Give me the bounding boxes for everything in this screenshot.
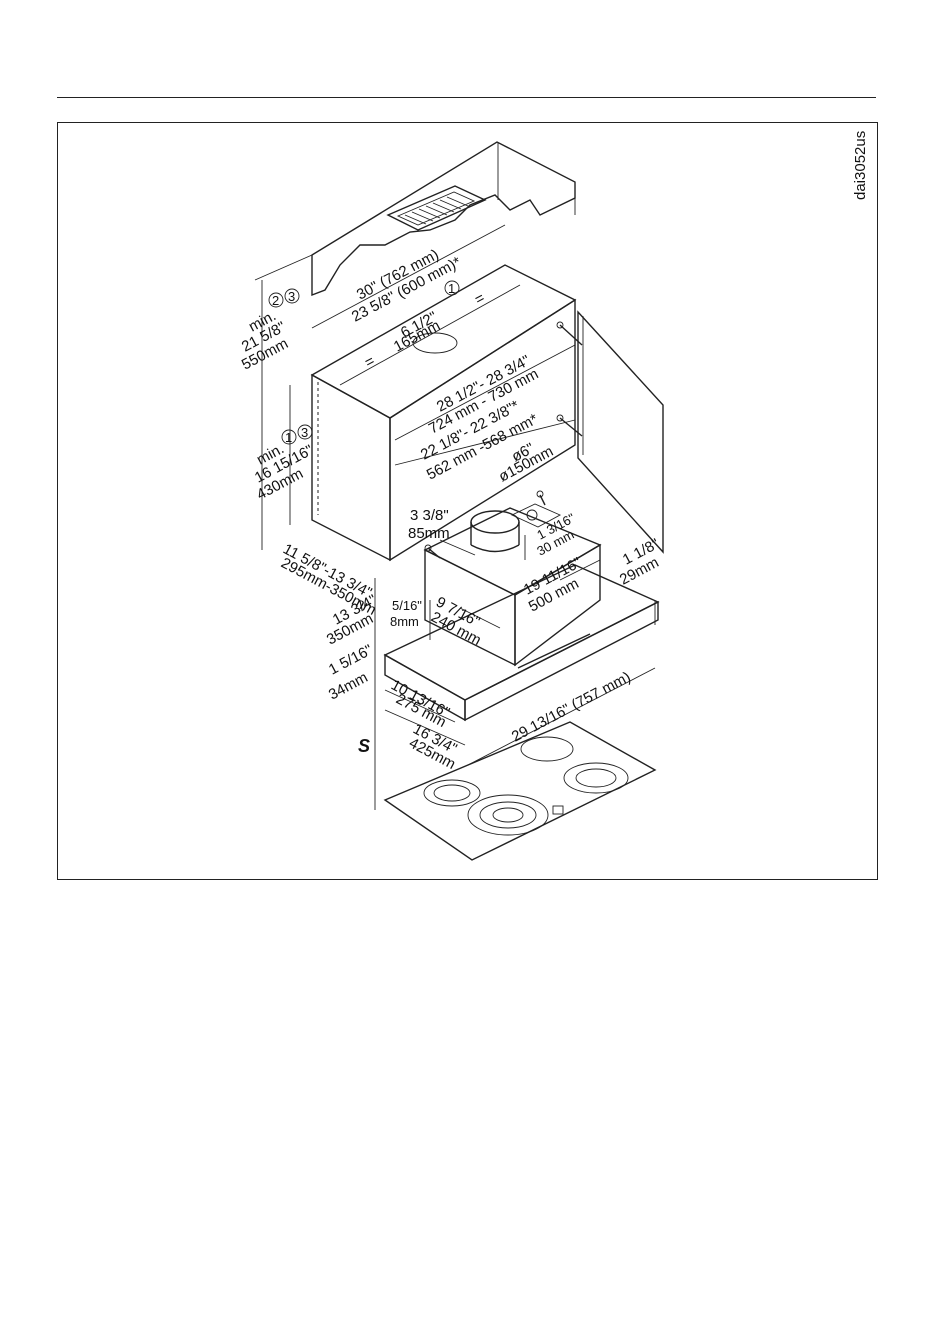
cooktop	[383, 721, 657, 861]
cabinet-door	[556, 310, 664, 554]
callout-1-offset: 1	[448, 281, 455, 296]
callout-3-side: 3	[301, 425, 308, 440]
label-gap-b: 8mm	[390, 614, 419, 629]
vent-grille-icon	[386, 185, 487, 231]
upper-cabinet	[310, 264, 577, 562]
label-duct-off-b: 85mm	[408, 525, 450, 542]
header-rule	[57, 97, 876, 98]
callout-1-side: 1	[285, 430, 292, 445]
callout-3-top: 3	[288, 289, 295, 304]
label-duct-off-a: 3 3/8"	[410, 507, 449, 524]
hood-body	[423, 490, 602, 667]
figure-code: dai3052us	[852, 131, 869, 200]
label-hood-width: 29 13/16" (757 mm)	[509, 669, 634, 746]
label-gap-a: 5/16"	[392, 598, 422, 613]
label-equal-left: =	[362, 352, 378, 371]
label-s: S	[358, 736, 370, 756]
callout-markers: 2 3 1 3 1	[268, 280, 460, 445]
label-equal-right: =	[472, 289, 488, 308]
hood-canopy	[383, 564, 660, 722]
dimension-lines	[254, 224, 656, 810]
ceiling-soffit	[311, 141, 576, 297]
diagram-frame	[57, 122, 878, 880]
callout-2-top: 2	[272, 293, 279, 308]
dimension-labels: 30" (762 mm) 23 5/8" (600 mm)* 6 1/2" 16…	[239, 246, 662, 773]
